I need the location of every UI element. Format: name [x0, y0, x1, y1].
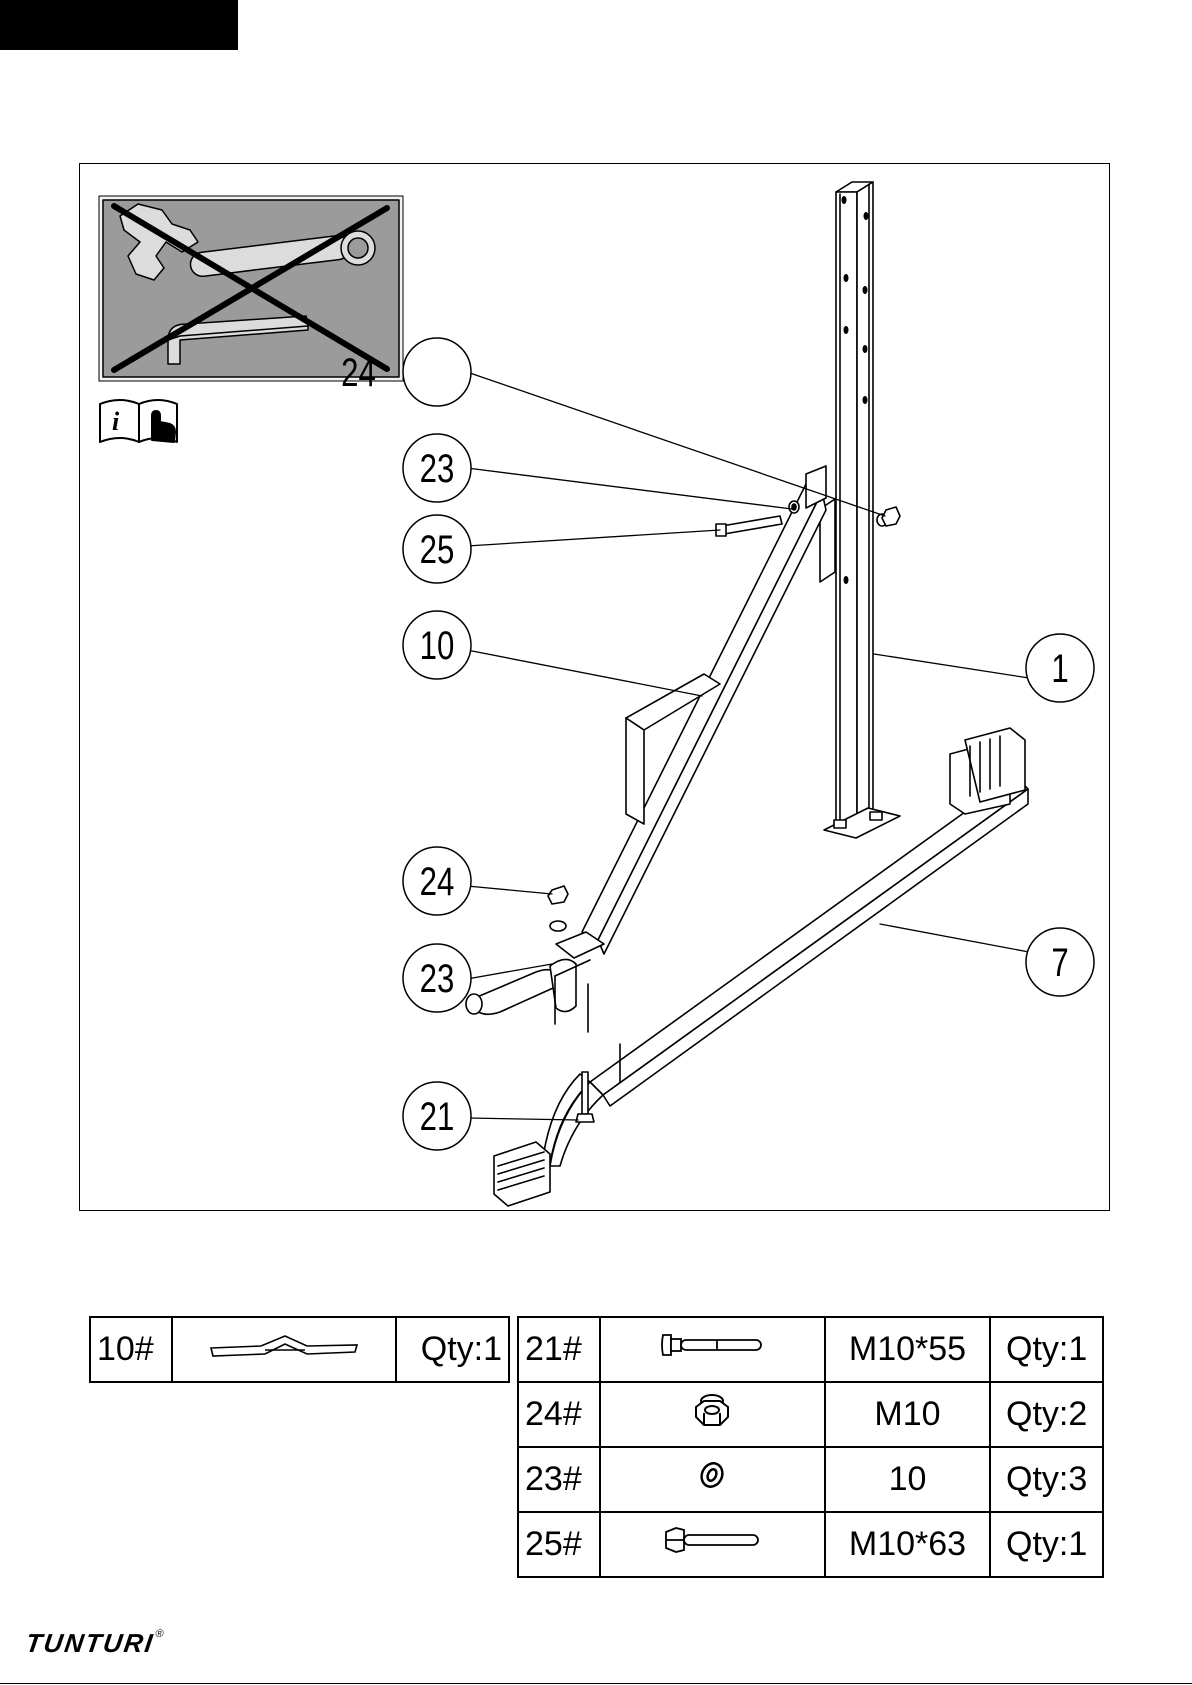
- hex-bolt-icon: [600, 1512, 825, 1577]
- brand-name: TUNTURI: [24, 1628, 156, 1658]
- assembly-diagram: i: [80, 164, 1111, 1212]
- part-size: M10: [825, 1382, 991, 1447]
- callout-23-top: 23: [403, 434, 471, 502]
- assembly-diagram-frame: i: [79, 163, 1110, 1211]
- callout-label: 7: [1051, 940, 1068, 985]
- part-qty: Qty:1: [990, 1317, 1103, 1382]
- parts-table-right: 21# M10*55 Qty:1 24# M10 Qty:2 23#: [517, 1316, 1104, 1578]
- callout-21: 21: [403, 1082, 471, 1150]
- diagonal-brace: [556, 466, 826, 958]
- part-id: 10#: [90, 1317, 172, 1382]
- table-row: 25# M10*63 Qty:1: [518, 1512, 1103, 1577]
- washer-icon: [600, 1447, 825, 1512]
- nylon-nut-icon: [600, 1382, 825, 1447]
- callout-23-bottom: 23: [403, 944, 471, 1012]
- table-row: 21# M10*55 Qty:1: [518, 1317, 1103, 1382]
- callout-label: 23: [420, 446, 455, 491]
- table-row: 23# 10 Qty:3: [518, 1447, 1103, 1512]
- part-qty: Qty:1: [396, 1317, 509, 1382]
- callout-label: 24: [420, 859, 455, 904]
- callout-25: 25: [403, 515, 471, 583]
- base-leg: [466, 728, 1028, 1206]
- part-size: M10*63: [825, 1512, 991, 1577]
- part-id: 23#: [518, 1447, 600, 1512]
- brace-tube-icon: [172, 1317, 397, 1382]
- callout-label: 1: [1051, 646, 1068, 691]
- callout-1: 1: [1026, 634, 1094, 702]
- part-size: M10*55: [825, 1317, 991, 1382]
- part-size: 10: [825, 1447, 991, 1512]
- table-row: 24# M10 Qty:2: [518, 1382, 1103, 1447]
- header-black-tab: [0, 0, 238, 50]
- svg-text:i: i: [112, 407, 120, 436]
- read-manual-icon: i: [100, 400, 177, 442]
- callout-label: 24: [341, 350, 376, 395]
- brand-registered-mark: ®: [155, 1628, 165, 1640]
- callout-label: 23: [420, 956, 455, 1001]
- callout-label: 21: [420, 1094, 455, 1139]
- callout-label: 10: [420, 623, 455, 668]
- callout-label: 25: [420, 527, 455, 572]
- footer-rule: [0, 1683, 1192, 1684]
- part-qty: Qty:1: [990, 1512, 1103, 1577]
- callout-24-bottom: 24: [403, 847, 471, 915]
- carriage-bolt-icon: [600, 1317, 825, 1382]
- part-qty: Qty:3: [990, 1447, 1103, 1512]
- brand-logo: TUNTURI®: [24, 1628, 165, 1659]
- part-id: 21#: [518, 1317, 600, 1382]
- part-qty: Qty:2: [990, 1382, 1103, 1447]
- table-row: 10# Qty:1: [90, 1317, 509, 1382]
- part-id: 24#: [518, 1382, 600, 1447]
- callout-leaders: [467, 372, 1029, 1120]
- part-id: 25#: [518, 1512, 600, 1577]
- parts-table-left: 10# Qty:1: [89, 1316, 510, 1383]
- callout-10: 10: [403, 611, 471, 679]
- callout-7: 7: [1026, 928, 1094, 996]
